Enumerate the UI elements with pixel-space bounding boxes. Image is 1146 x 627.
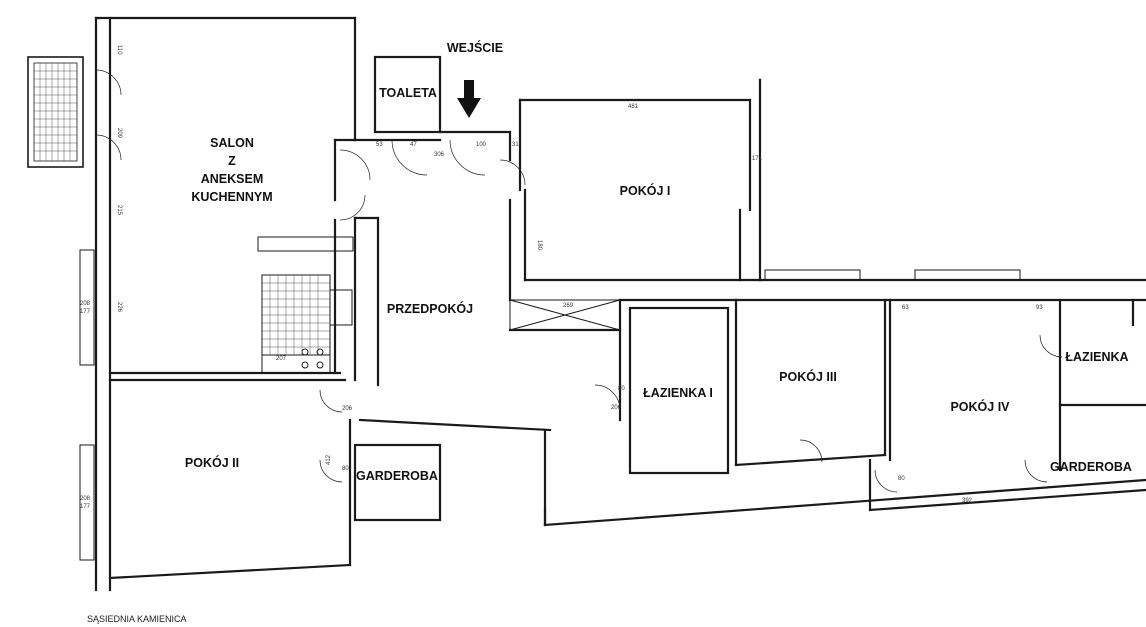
- dim-306: 306: [434, 152, 445, 158]
- entrance-label: WEJŚCIE: [447, 40, 503, 55]
- dimension-labels: 110 209 215 226 208 177 208 177 481 306 …: [80, 45, 1043, 510]
- dim-392: 392: [962, 498, 973, 504]
- dim-269: 269: [563, 303, 574, 309]
- balcony: [27, 56, 84, 168]
- dim-80-c: 80: [898, 476, 905, 482]
- dim-206-a: 206: [342, 406, 353, 412]
- entrance-arrow-icon: [457, 80, 481, 118]
- dim-53: 53: [376, 142, 383, 148]
- dim-208-a: 208: [80, 301, 91, 307]
- dim-208-b: 208: [80, 496, 91, 502]
- room-label-lazienka-1: ŁAZIENKA I: [643, 386, 713, 400]
- dim-215: 215: [116, 205, 122, 216]
- room-label-pokoj-2: POKÓJ II: [185, 455, 239, 470]
- room-label-salon-2: Z: [228, 154, 236, 168]
- dim-207: 207: [276, 356, 287, 362]
- dim-206-b: 206: [611, 405, 622, 411]
- dim-63: 63: [902, 305, 909, 311]
- room-label-pokoj-4: POKÓJ IV: [950, 399, 1010, 414]
- room-label-pokoj-1: POKÓJ I: [620, 183, 671, 198]
- dim-110: 110: [116, 45, 122, 55]
- dim-177-b: 177: [80, 504, 91, 510]
- room-label-salon-3: ANEKSEM: [201, 172, 264, 186]
- dim-31: 31: [512, 142, 519, 148]
- dim-180: 180: [536, 240, 542, 251]
- dim-47: 47: [410, 142, 417, 148]
- room-label-lazienka: ŁAZIENKA: [1065, 350, 1128, 364]
- dim-412: 412: [326, 454, 332, 465]
- dim-100: 100: [476, 142, 487, 148]
- dim-209: 209: [116, 128, 122, 139]
- room-label-toaleta: TOALETA: [379, 86, 437, 100]
- room-label-garderoba-1: GARDEROBA: [356, 469, 438, 483]
- room-label-salon-4: KUCHENNYM: [191, 190, 272, 204]
- footer-label: SĄSIEDNIA KAMIENICA: [87, 614, 187, 624]
- doors: [95, 69, 1063, 493]
- dim-226: 226: [116, 302, 122, 313]
- dim-177-a: 177: [80, 309, 91, 315]
- dim-80-b: 80: [618, 386, 625, 392]
- dim-171: 171: [752, 156, 763, 162]
- dim-481: 481: [628, 104, 639, 110]
- room-label-garderoba-2: GARDEROBA: [1050, 460, 1132, 474]
- dim-80-a: 80: [342, 466, 349, 472]
- room-label-salon-1: SALON: [210, 136, 254, 150]
- walls: [79, 16, 1146, 592]
- dim-93: 93: [1036, 305, 1043, 311]
- room-label-przedpokoj: PRZEDPOKÓJ: [387, 301, 473, 316]
- room-label-pokoj-3: POKÓJ III: [779, 369, 837, 384]
